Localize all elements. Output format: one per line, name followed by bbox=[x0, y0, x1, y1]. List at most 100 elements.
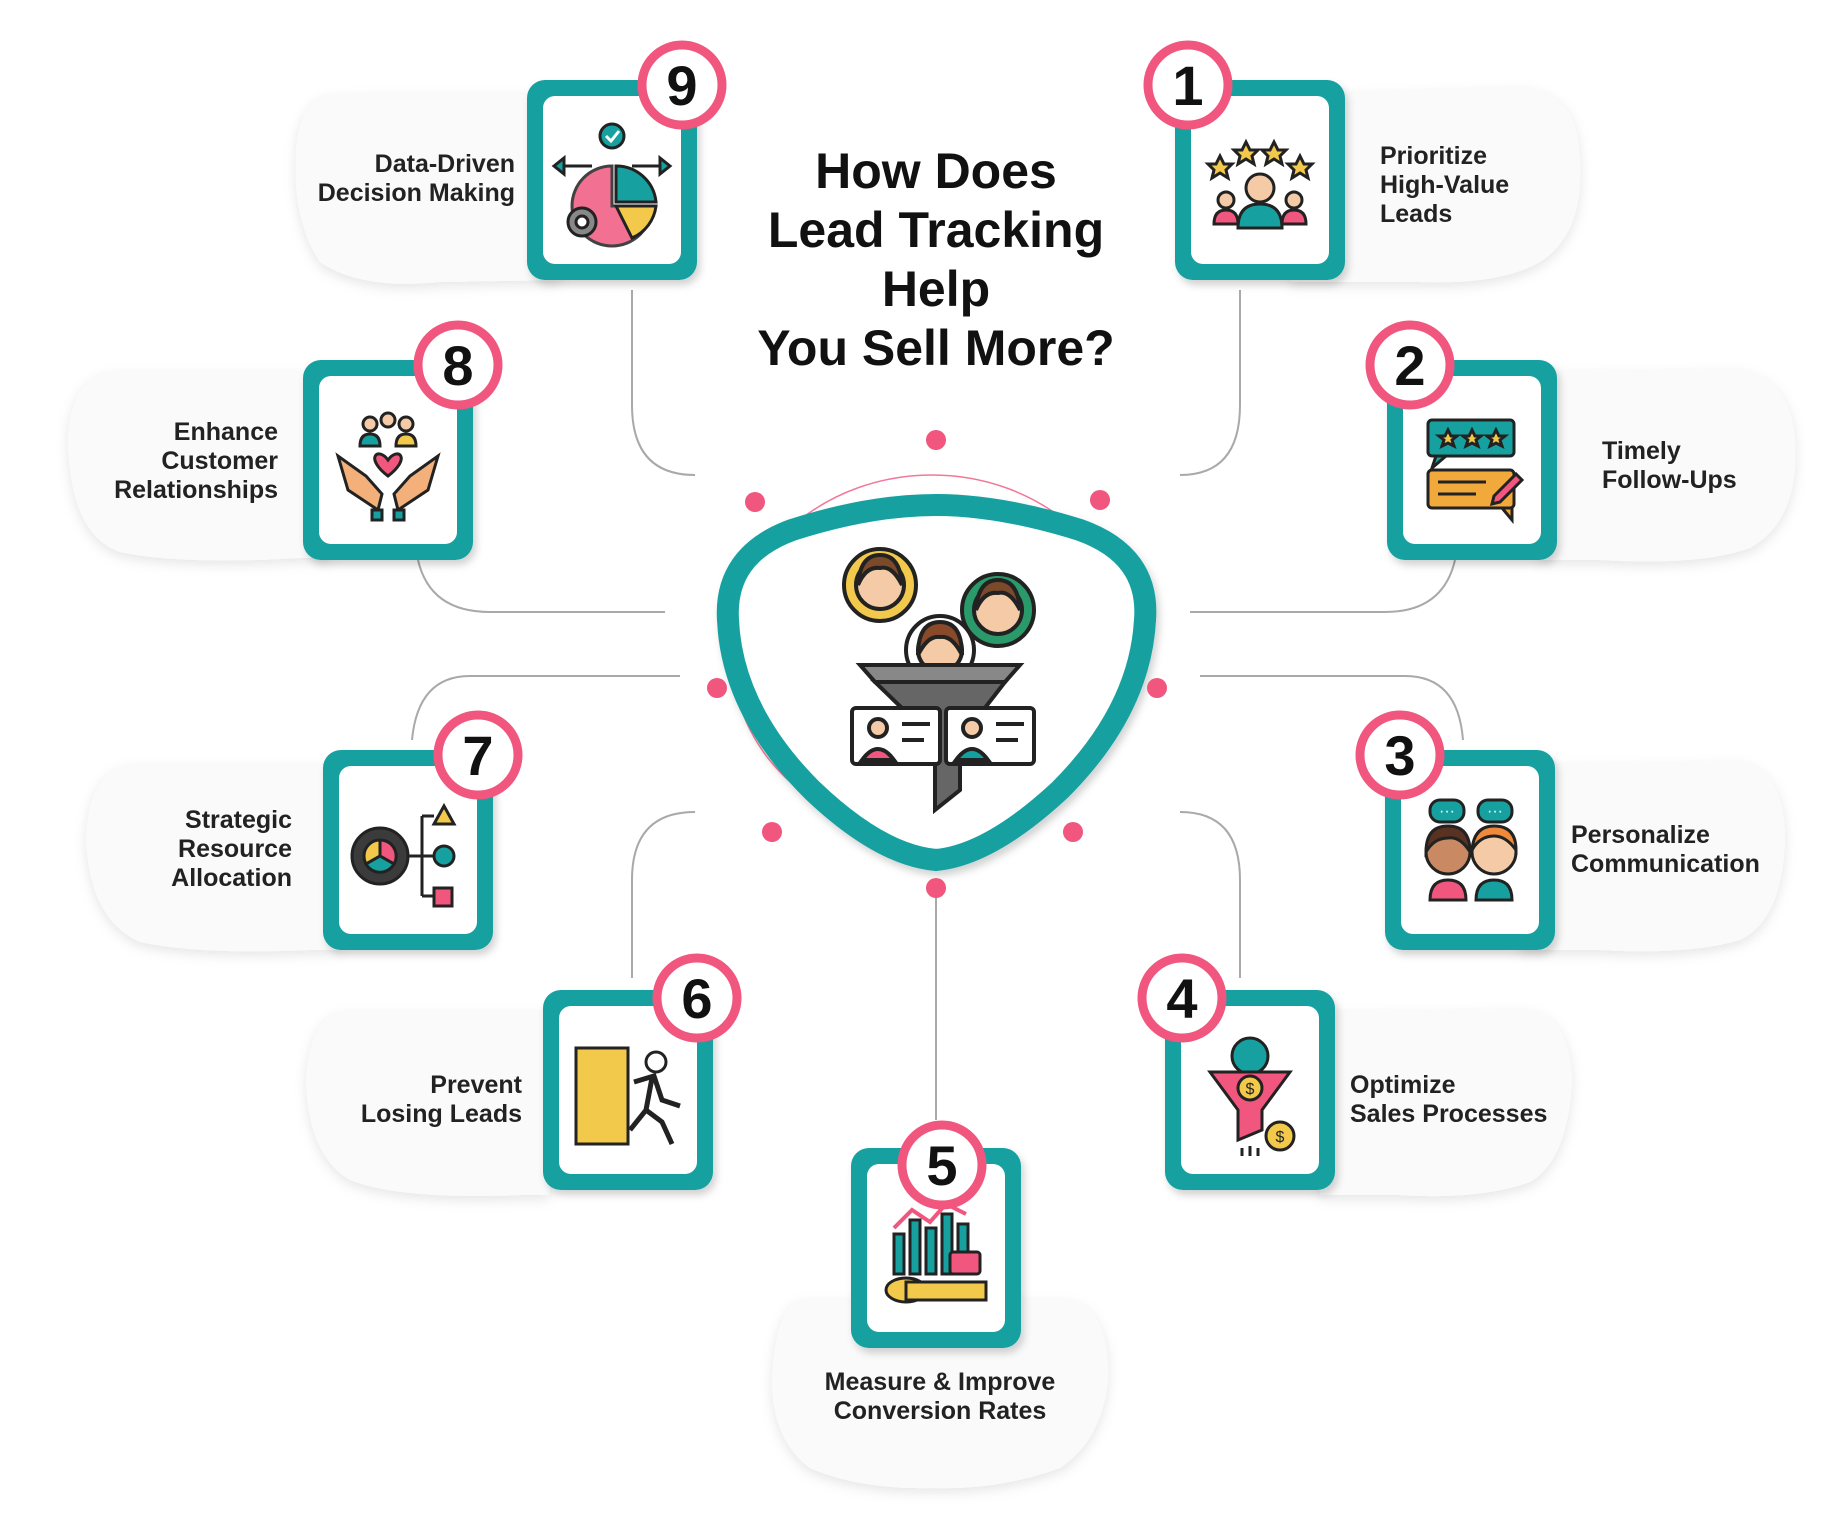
gear-allocation-icon bbox=[350, 802, 457, 908]
item-card-7 bbox=[323, 750, 493, 950]
label-item-9: Data-Driven Decision Making bbox=[318, 150, 515, 207]
item-card-2 bbox=[1387, 360, 1557, 560]
number-badge-1: 1 bbox=[1143, 40, 1233, 130]
item-labels: Data-Driven Decision Making Prioritize H… bbox=[114, 142, 1760, 1425]
connector-7 bbox=[411, 675, 680, 741]
blob-7 bbox=[86, 765, 340, 952]
badge-number-6: 6 bbox=[681, 967, 712, 1030]
svg-text:Decision Making: Decision Making bbox=[318, 179, 515, 207]
item-card-8 bbox=[303, 360, 473, 560]
central-hub bbox=[707, 430, 1167, 898]
label-item-3: Personalize Communication bbox=[1571, 821, 1760, 878]
badge-number-9: 9 bbox=[666, 54, 697, 117]
label-item-6: Prevent Losing Leads bbox=[361, 1071, 523, 1128]
svg-text:Sales Processes: Sales Processes bbox=[1350, 1100, 1547, 1128]
badge-ring-9 bbox=[637, 40, 727, 130]
badge-number-5: 5 bbox=[926, 1134, 957, 1197]
number-badge-3: 3 bbox=[1355, 710, 1445, 800]
label-item-4: Optimize Sales Processes bbox=[1350, 1071, 1547, 1128]
number-badge-9: 9 bbox=[637, 40, 727, 130]
badge-ring-5 bbox=[897, 1120, 987, 1210]
badge-ring-1 bbox=[1143, 40, 1233, 130]
svg-text:Resource: Resource bbox=[178, 835, 292, 863]
svg-text:···: ··· bbox=[1487, 803, 1503, 820]
hub-dot-lower-right bbox=[1063, 822, 1083, 842]
svg-text:Allocation: Allocation bbox=[171, 864, 292, 892]
hands-heart-people-icon bbox=[335, 411, 441, 522]
number-badge-7: 7 bbox=[433, 710, 523, 800]
svg-text:Data-Driven: Data-Driven bbox=[375, 150, 515, 178]
title-line-2: Lead Tracking bbox=[768, 202, 1104, 258]
blob-9 bbox=[295, 93, 560, 284]
svg-text:Relationships: Relationships bbox=[114, 476, 278, 504]
connector-lines bbox=[411, 290, 1464, 1120]
svg-text:Personalize: Personalize bbox=[1571, 821, 1710, 849]
svg-text:Follow-Ups: Follow-Ups bbox=[1602, 466, 1737, 494]
blob-5 bbox=[772, 1300, 1109, 1489]
badge-number-4: 4 bbox=[1166, 967, 1197, 1030]
blob-8 bbox=[68, 372, 330, 561]
svg-text:Measure & Improve: Measure & Improve bbox=[825, 1368, 1056, 1396]
badge-ring-7 bbox=[433, 710, 523, 800]
label-item-5: Measure & Improve Conversion Rates bbox=[825, 1368, 1056, 1425]
item-card-9 bbox=[527, 80, 697, 280]
item-card-5 bbox=[851, 1148, 1021, 1348]
connector-6 bbox=[631, 811, 696, 978]
two-people-chat-icon: ··· ··· bbox=[1424, 798, 1518, 902]
title-line-1: How Does bbox=[815, 143, 1057, 199]
badge-number-3: 3 bbox=[1384, 724, 1415, 787]
label-item-2: Timely Follow-Ups bbox=[1602, 437, 1737, 494]
svg-text:Customer: Customer bbox=[161, 447, 278, 475]
svg-text:Losing Leads: Losing Leads bbox=[361, 1100, 522, 1128]
person-leaving-door-icon bbox=[574, 1046, 681, 1146]
svg-text:···: ··· bbox=[1439, 803, 1455, 820]
badge-number-2: 2 bbox=[1394, 334, 1425, 397]
label-blobs bbox=[68, 88, 1796, 1489]
svg-text:Communication: Communication bbox=[1571, 850, 1760, 878]
item-card-1 bbox=[1175, 80, 1345, 280]
item-cards: 1 2 ··· ··· 3 $ $ 4 bbox=[303, 40, 1557, 1348]
hub-dot-upper-right bbox=[1090, 490, 1110, 510]
star-rated-person-icon bbox=[1204, 138, 1316, 230]
badge-number-7: 7 bbox=[462, 724, 493, 787]
hub-dot-top bbox=[926, 430, 946, 450]
svg-text:Enhance: Enhance bbox=[174, 418, 278, 446]
svg-text:$: $ bbox=[1246, 1081, 1255, 1098]
bar-chart-tape-measure-icon bbox=[884, 1201, 988, 1304]
hub-dot-upper-left bbox=[745, 492, 765, 512]
lead-funnel-icon bbox=[842, 547, 1036, 815]
label-item-7: Strategic Resource Allocation bbox=[171, 806, 292, 892]
label-item-8: Enhance Customer Relationships bbox=[114, 418, 278, 504]
gear-funnel-dollar-icon: $ $ bbox=[1207, 1036, 1296, 1156]
badge-ring-4 bbox=[1137, 953, 1227, 1043]
number-badge-6: 6 bbox=[652, 953, 742, 1043]
badge-ring-2 bbox=[1365, 320, 1455, 410]
badge-number-8: 8 bbox=[442, 334, 473, 397]
svg-text:Prioritize: Prioritize bbox=[1380, 142, 1487, 170]
hub-dot-lower-left bbox=[762, 822, 782, 842]
title: How Does Lead Tracking Help You Sell Mor… bbox=[757, 143, 1114, 376]
badge-ring-6 bbox=[652, 953, 742, 1043]
svg-text:Leads: Leads bbox=[1380, 200, 1452, 228]
svg-text:Prevent: Prevent bbox=[430, 1071, 522, 1099]
connector-2 bbox=[1190, 559, 1456, 613]
svg-text:$: $ bbox=[1276, 1129, 1285, 1146]
title-line-3: Help bbox=[882, 261, 990, 317]
label-item-1: Prioritize High-Value Leads bbox=[1380, 142, 1509, 228]
connector-9 bbox=[631, 290, 696, 476]
hub-dot-bottom bbox=[926, 878, 946, 898]
blob-2 bbox=[1540, 370, 1796, 562]
blob-3 bbox=[1520, 762, 1785, 952]
item-card-3: ··· ··· bbox=[1385, 750, 1555, 950]
hub-dot-left bbox=[707, 678, 727, 698]
item-card-6 bbox=[543, 990, 713, 1190]
number-badge-5: 5 bbox=[897, 1120, 987, 1210]
svg-text:Timely: Timely bbox=[1602, 437, 1681, 465]
svg-text:High-Value: High-Value bbox=[1380, 171, 1509, 199]
pie-chart-arrows-icon bbox=[551, 122, 673, 248]
number-badge-2: 2 bbox=[1365, 320, 1455, 410]
blob-6 bbox=[306, 1012, 550, 1196]
badge-ring-8 bbox=[413, 320, 503, 410]
